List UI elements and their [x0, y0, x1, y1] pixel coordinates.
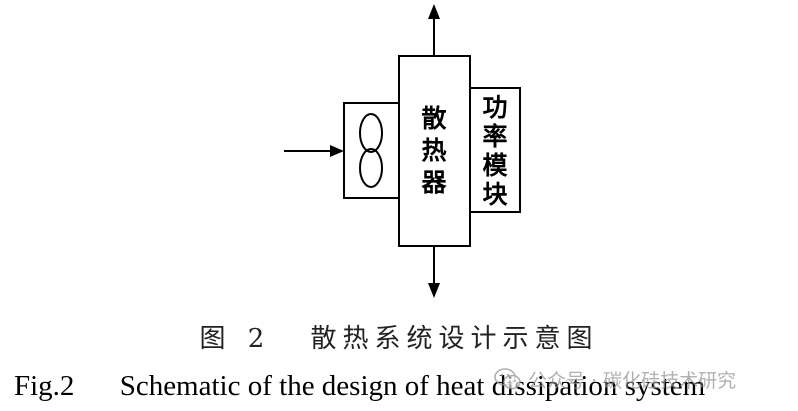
power-module-label-char-2: 率	[482, 122, 507, 151]
heatsink-label-char-3: 器	[420, 168, 447, 197]
wechat-logo-icon	[494, 368, 521, 390]
heat-dissipation-diagram: 散 热 器 功 率 模 块	[284, 4, 521, 298]
power-module-label-char-3: 模	[482, 151, 508, 180]
fan-box	[343, 102, 400, 199]
heatsink-label-char-1: 散	[421, 104, 446, 133]
fan-icon	[359, 113, 383, 188]
caption-chinese: 图 2 散热系统设计示意图	[0, 318, 798, 355]
caption-english-title: Schematic of the design of heat dissipat…	[119, 370, 706, 402]
caption-chinese-title: 散热系统设计示意图	[310, 324, 599, 354]
power-module-label-char-4: 块	[482, 180, 507, 209]
bottom-outflow-arrowhead	[428, 283, 440, 298]
heatsink-label-char-2: 热	[421, 136, 446, 165]
caption-chinese-number: 2	[247, 324, 271, 354]
watermark: 公众号 · 碳化硅技术研究	[494, 362, 736, 396]
inlet-arrowhead	[330, 145, 344, 157]
caption-english-prefix: Fig.2	[14, 370, 75, 402]
watermark-text: 公众号 · 碳化硅技术研究	[528, 369, 737, 392]
caption-chinese-prefix: 图	[199, 324, 232, 354]
power-module-box	[469, 87, 521, 213]
caption-english: Fig.2 Schematic of the design of heat di…	[14, 370, 705, 403]
heatsink-box	[398, 55, 471, 247]
power-module-label-char-1: 功	[482, 93, 507, 122]
top-outflow-arrowhead	[428, 4, 440, 19]
